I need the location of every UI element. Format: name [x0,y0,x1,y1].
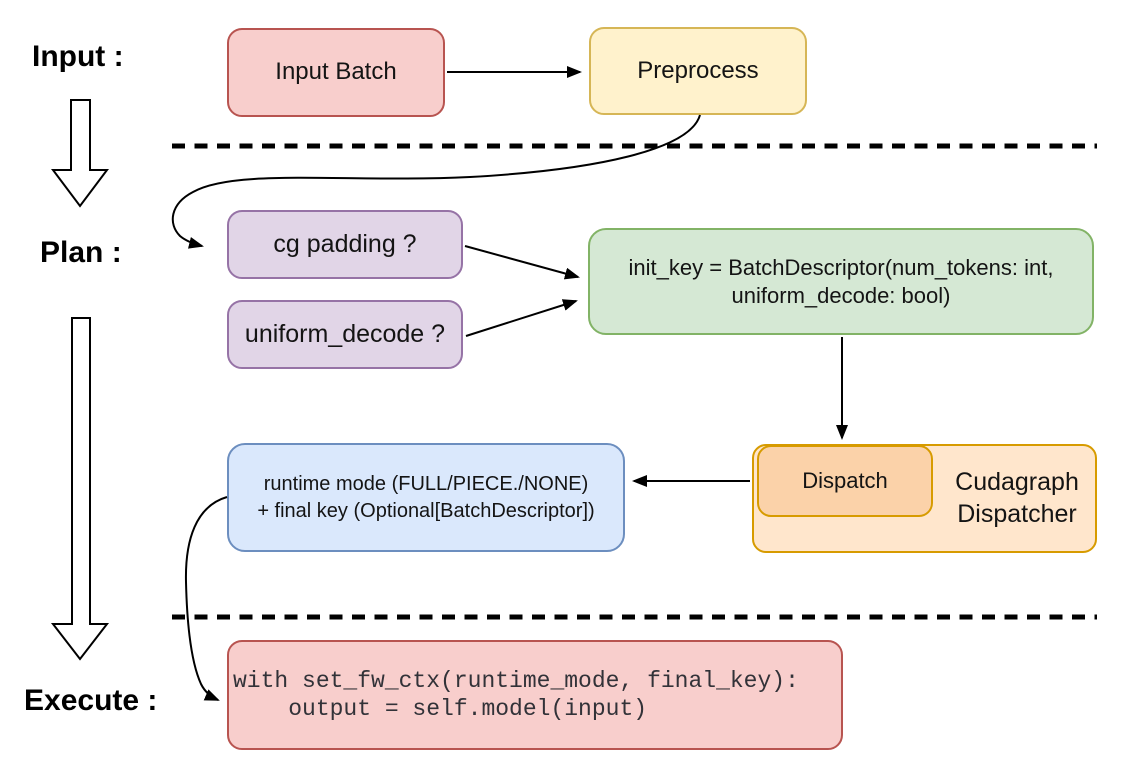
cudagraph-dispatcher-label: Cudagraph Dispatcher [955,468,1079,528]
execute-code-node: with set_fw_ctx(runtime_mode, final_key)… [227,640,843,750]
init-key-node: init_key = BatchDescriptor(num_tokens: i… [588,228,1094,335]
flow-arrow-plan-to-execute [50,317,110,661]
arrow-cg-padding-to-init-key [464,245,580,280]
stage-label-input: Input : [32,40,124,73]
execute-code-line2: output = self.model(input) [233,696,648,722]
uniform-decode-label: uniform_decode ? [244,319,446,348]
runtime-mode-node: runtime mode (FULL/PIECE./NONE) + final … [227,443,625,552]
arrow-uniform-decode-to-init-key [465,299,578,337]
stage-label-plan: Plan : [40,236,122,269]
runtime-mode-line1: runtime mode (FULL/PIECE./NONE) [263,472,589,495]
dispatch-label: Dispatch [802,468,888,494]
input-batch-label: Input Batch [275,58,397,86]
cg-padding-node: cg padding ? [227,210,463,279]
preprocess-node: Preprocess [589,27,807,115]
input-batch-node: Input Batch [227,28,445,117]
cg-padding-label: cg padding ? [273,229,417,258]
flow-arrow-input-to-plan [51,99,109,208]
uniform-decode-node: uniform_decode ? [227,300,463,369]
dispatch-node: Dispatch [757,445,933,517]
init-key-line2: uniform_decode: bool) [731,282,951,308]
execute-code-line1: with set_fw_ctx(runtime_mode, final_key)… [233,668,799,694]
runtime-mode-line2: + final key (Optional[BatchDescriptor]) [257,499,595,522]
preprocess-label: Preprocess [637,56,759,84]
init-key-line1: init_key = BatchDescriptor(num_tokens: i… [628,254,1054,280]
stage-label-execute: Execute : [24,684,158,717]
curve-runtime-mode-to-execute-code [184,496,228,701]
